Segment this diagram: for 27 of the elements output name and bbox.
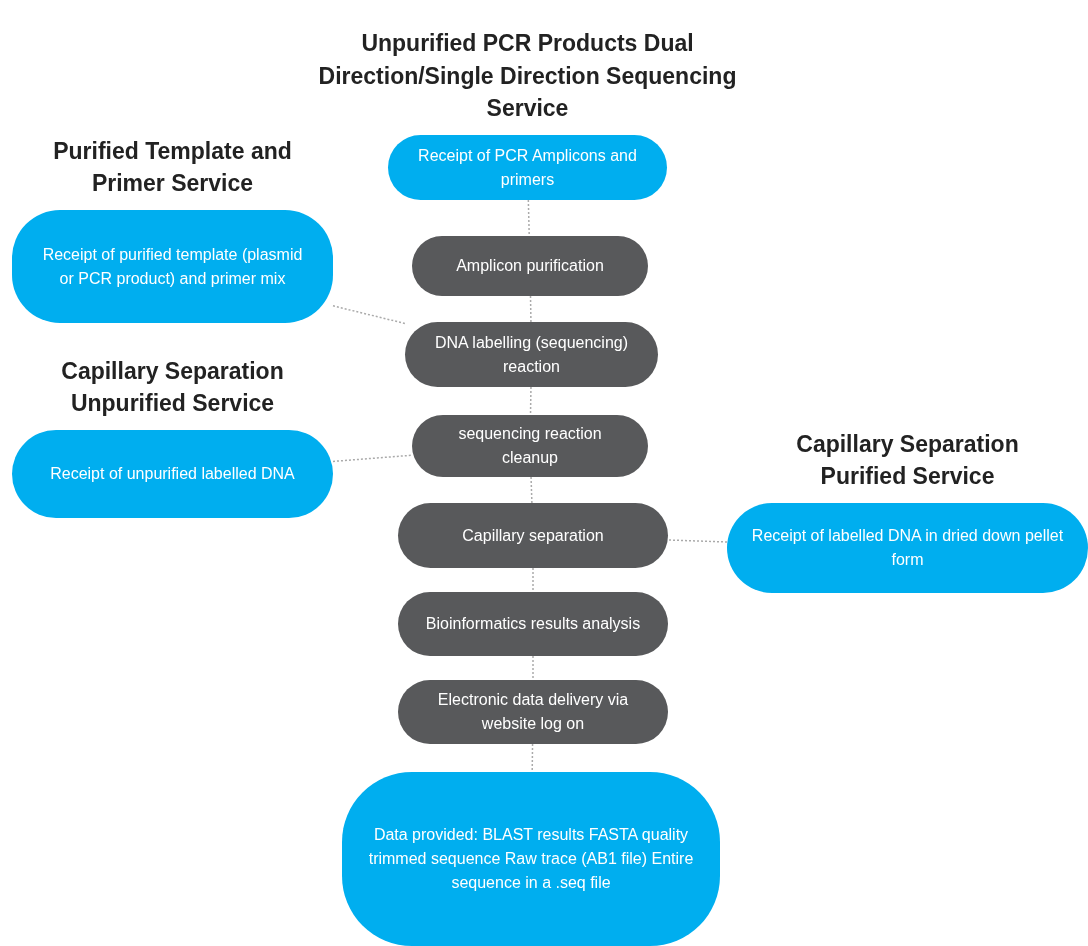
step-text: Receipt of labelled DNA in dried down pellet form — [750, 526, 1065, 570]
connector-line — [332, 454, 413, 463]
service-heading: Purified Template and Primer Service — [52, 136, 293, 199]
step-text: Capillary separation — [462, 525, 604, 546]
step-text: DNA labelling (sequencing) reaction — [434, 332, 629, 377]
connector-line — [532, 655, 534, 681]
connector-line — [532, 567, 534, 593]
step-text: Receipt of PCR Amplicons and primers — [417, 145, 638, 190]
service-heading: Unpurified PCR Products Dual Direction/Single Direction Sequencing Service — [317, 29, 738, 124]
step-text: Electronic data delivery via website log on — [436, 690, 630, 734]
connector-line — [332, 305, 406, 325]
step-text: Bioinformatics results analysis — [425, 614, 641, 634]
service-heading: Capillary Separation Purified Service — [795, 429, 1020, 492]
step-text: sequencing reaction cleanup — [457, 424, 603, 468]
connector-line — [667, 539, 728, 543]
connector-line — [530, 476, 533, 504]
step-text: Data provided: BLAST results FASTA quality trimmed sequence Raw trace (AB1 file) Entire sequence in a .seq file — [367, 825, 695, 893]
connector-line — [529, 295, 532, 323]
step-text: Receipt of purified template (plasmid or PCR product) and primer mix — [41, 244, 304, 289]
connector-line — [531, 743, 534, 773]
process-step-pill — [405, 322, 658, 387]
process-step-pill — [412, 236, 648, 296]
connector-line — [529, 386, 532, 416]
service-heading: Capillary Separation Unpurified Service — [60, 356, 285, 419]
step-text: Receipt of unpurified labelled DNA — [50, 464, 295, 484]
step-text: Amplicon purification — [456, 256, 604, 276]
connector-line — [527, 199, 530, 237]
